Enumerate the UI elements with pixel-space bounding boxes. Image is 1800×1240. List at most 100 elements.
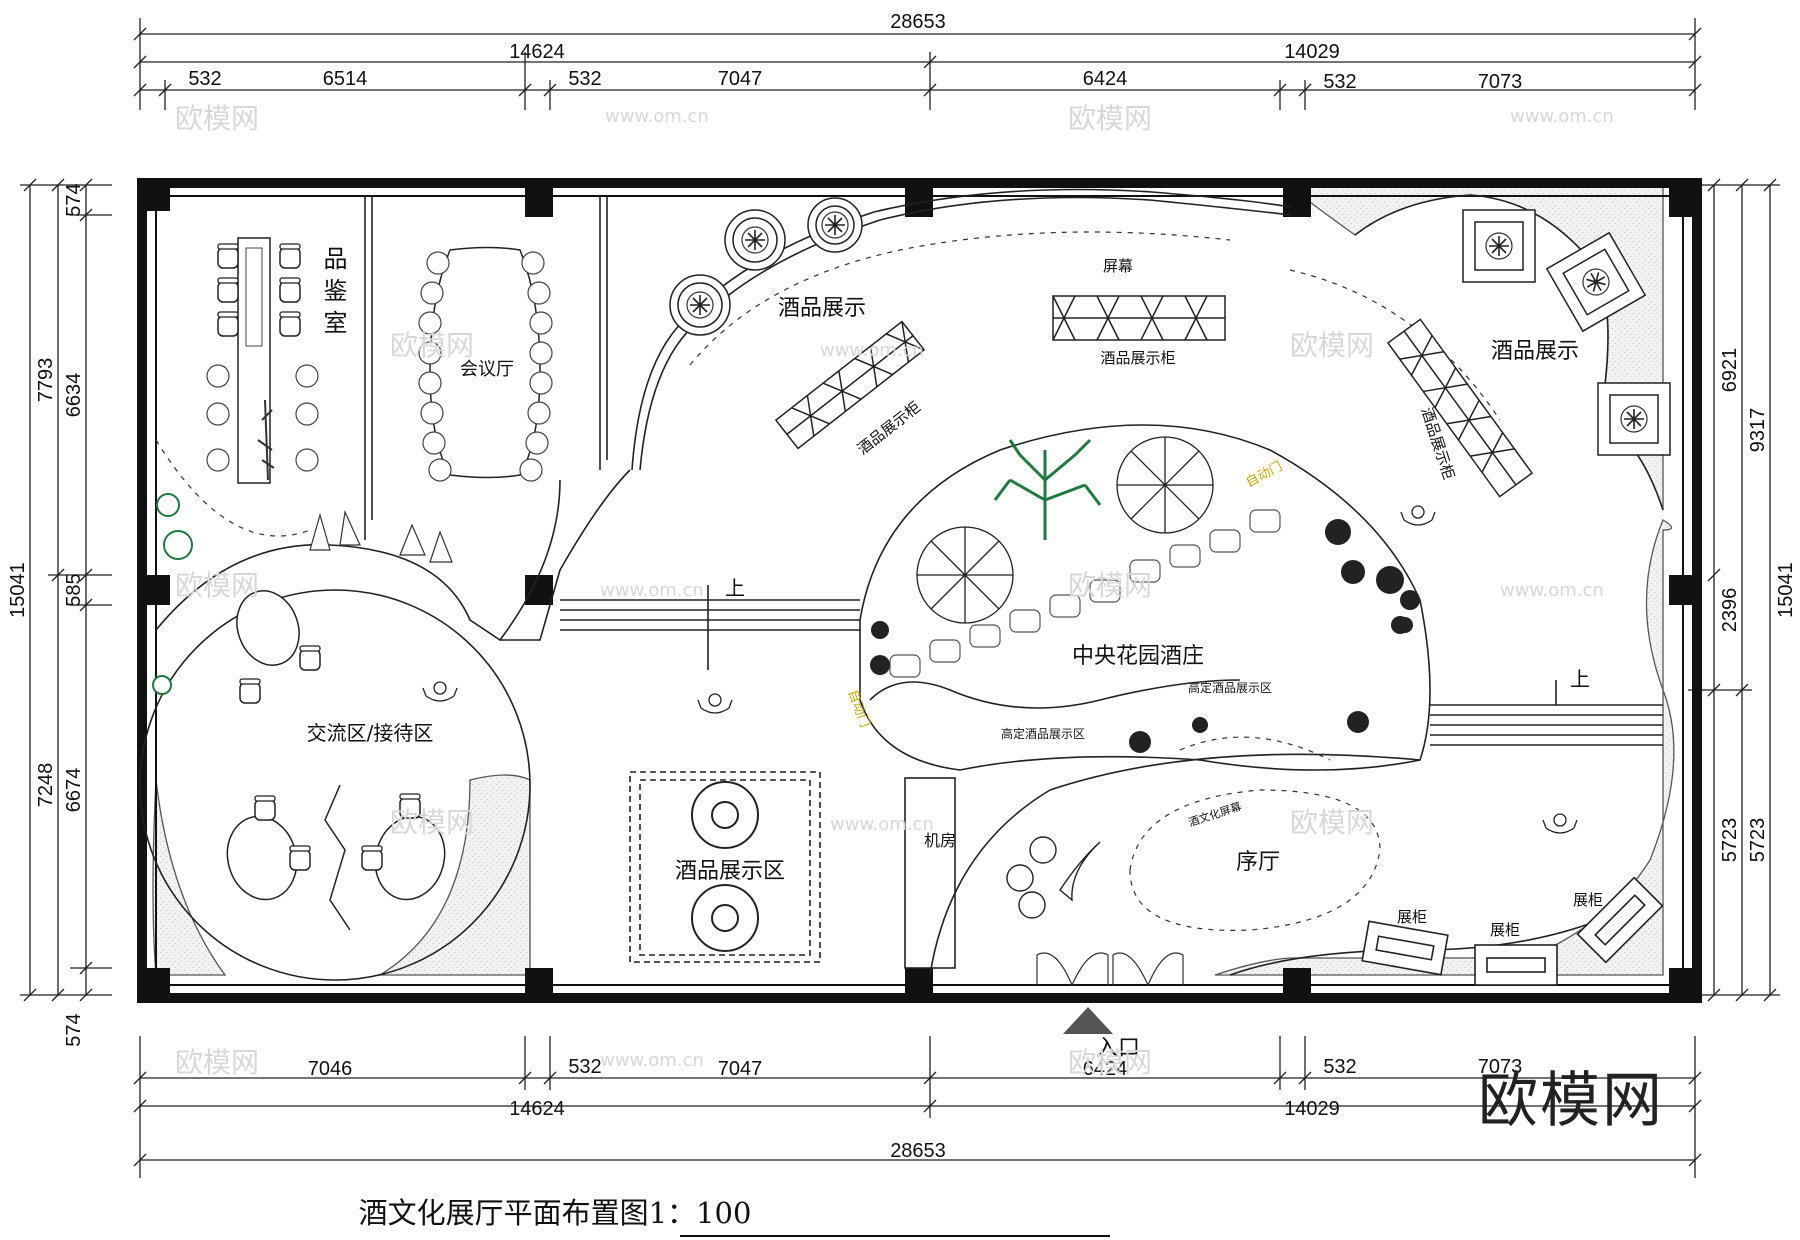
- watermark-text: www.om.cn: [605, 106, 709, 127]
- label-cabinet-top: 酒品展示柜: [1100, 349, 1175, 367]
- label-machine-room: 机房: [924, 831, 956, 850]
- dim-bottom-seg-5: 532: [1323, 1056, 1356, 1078]
- label-auto-door-1: 自动门: [1244, 459, 1285, 491]
- label-lobby: 序厅: [1236, 850, 1280, 875]
- garden-dark-plants: [870, 519, 1420, 753]
- entrance-doors: [1036, 952, 1184, 986]
- dim-left-seg-4: 6674: [63, 768, 85, 813]
- label-custom-display-2: 高定酒品展示区: [1001, 726, 1085, 741]
- dim-bottom-seg-1: 7046: [308, 1058, 353, 1080]
- exchange-furniture: [226, 590, 446, 931]
- label-display-area: 酒品展示区: [675, 859, 785, 884]
- entrance-arrow-icon: [1063, 1007, 1113, 1034]
- exchange-plants: [152, 493, 193, 695]
- dim-top-seg-3: 532: [568, 68, 601, 90]
- dim-bottom-seg-6: 7073: [1478, 1056, 1523, 1078]
- lobby-furniture: [1006, 836, 1101, 919]
- wine-display-plants-left: [669, 197, 863, 336]
- watermark-text: www.om.cn: [1500, 580, 1604, 601]
- interior-walls: [139, 188, 1664, 981]
- watermark-text: www.om.cn: [830, 814, 934, 835]
- garden-tree: [993, 438, 1102, 540]
- cabinet-left: [774, 320, 926, 450]
- dimension-lines-right: [1688, 178, 1780, 1002]
- dim-right-seg-1: 6921: [1719, 348, 1741, 393]
- brand-logo-text: 欧模网: [1478, 1066, 1664, 1136]
- dim-top-seg-1: 532: [188, 68, 221, 90]
- watermark-text: 欧模网: [1290, 329, 1374, 362]
- dim-left-mid-1: 7793: [35, 358, 57, 403]
- dim-bottom-half-right: 14029: [1284, 1098, 1340, 1120]
- title-underline: [680, 1235, 1110, 1237]
- label-custom-display-1: 高定酒品展示区: [1188, 680, 1272, 695]
- person-icon: [1400, 505, 1436, 526]
- watermark-text: www.om.cn: [820, 340, 924, 361]
- label-tasting-room: 品鉴室: [319, 246, 347, 342]
- dim-right-total: 15041: [1775, 562, 1797, 618]
- dim-left-mid-2: 7248: [35, 763, 57, 808]
- label-case-2: 展柜: [1490, 921, 1520, 939]
- label-entrance: 入口: [1096, 1036, 1140, 1061]
- label-cabinet-left: 酒品展示柜: [854, 398, 924, 458]
- label-exchange: 交流区/接待区: [307, 721, 434, 745]
- watermark-text: www.om.cn: [1510, 106, 1614, 127]
- watermark-text: 欧模网: [175, 1046, 259, 1079]
- dim-bottom-total: 28653: [890, 1140, 946, 1162]
- watermark-text: 欧模网: [175, 102, 259, 135]
- dim-left-seg-1: 574: [63, 183, 85, 216]
- watermark-text: 欧模网: [1068, 1046, 1152, 1079]
- watermark-text: 欧模网: [390, 806, 474, 839]
- watermarks: 欧模网 www.om.cn 欧模网 www.om.cn 欧模网 www.om.c…: [175, 102, 1614, 1079]
- dimension-lines-left: [20, 178, 112, 1002]
- dim-right-mid-2: 5723: [1747, 818, 1769, 863]
- garden-umbrellas: [916, 436, 1214, 624]
- dimension-lines-top: [133, 18, 1702, 110]
- label-up-1: 上: [725, 576, 745, 600]
- dim-top-seg-6: 532: [1323, 71, 1356, 93]
- wine-display-plants-right: [1462, 209, 1671, 456]
- display-area-tables: [691, 781, 759, 952]
- person-icon: [422, 681, 458, 702]
- label-wine-display-1: 酒品展示: [778, 296, 866, 321]
- cabinet-top: [1052, 295, 1226, 341]
- dim-top-half-left: 14624: [509, 41, 565, 63]
- label-up-2: 上: [1570, 667, 1590, 691]
- label-case-1: 展柜: [1397, 908, 1427, 926]
- label-auto-door-2: 自动门: [845, 688, 872, 730]
- label-garden: 中央花园酒庄: [1072, 644, 1204, 669]
- dim-right-seg-3: 5723: [1719, 818, 1741, 863]
- outer-walls: [137, 178, 1702, 1003]
- dim-top-seg-2: 6514: [323, 68, 368, 90]
- dim-top-half-right: 14029: [1284, 41, 1340, 63]
- dim-right-seg-2: 2396: [1719, 588, 1741, 633]
- watermark-text: 欧模网: [1290, 806, 1374, 839]
- watermark-text: 欧模网: [390, 329, 474, 362]
- label-meeting-room: 会议厅: [460, 359, 514, 380]
- dimension-lines-bottom: [133, 1036, 1702, 1178]
- dim-top-total: 28653: [890, 11, 946, 33]
- watermark-text: www.om.cn: [600, 580, 704, 601]
- label-culture-screen: 酒文化屏幕: [1186, 799, 1243, 829]
- tasting-room-furniture: [206, 237, 319, 484]
- label-wine-display-2: 酒品展示: [1491, 339, 1579, 364]
- dim-bottom-half-left: 14624: [509, 1098, 565, 1120]
- dim-left-seg-5: 574: [63, 1013, 85, 1046]
- circulation-dashes: [155, 231, 1501, 931]
- dim-top-seg-7: 7073: [1478, 71, 1523, 93]
- garden-stepping-stones: [889, 509, 1281, 678]
- dim-bottom-seg-2: 532: [568, 1056, 601, 1078]
- dim-left-seg-2: 6634: [63, 373, 85, 418]
- dim-top-seg-4: 7047: [718, 68, 763, 90]
- dim-left-seg-3: 585: [63, 573, 85, 606]
- drawing-title: 酒文化展厅平面布置图1：100: [358, 1196, 752, 1230]
- dim-bottom-seg-3: 7047: [718, 1058, 763, 1080]
- dim-right-mid-1: 9317: [1747, 408, 1769, 453]
- dim-top-seg-5: 6424: [1083, 68, 1128, 90]
- dim-bottom-seg-4: 6424: [1083, 1058, 1128, 1080]
- cabinet-right: [1386, 318, 1534, 498]
- watermark-text: www.om.cn: [600, 1050, 704, 1071]
- dim-left-total: 15041: [7, 562, 29, 618]
- person-icon: [697, 693, 733, 714]
- lobby-display-cases: [1361, 876, 1664, 986]
